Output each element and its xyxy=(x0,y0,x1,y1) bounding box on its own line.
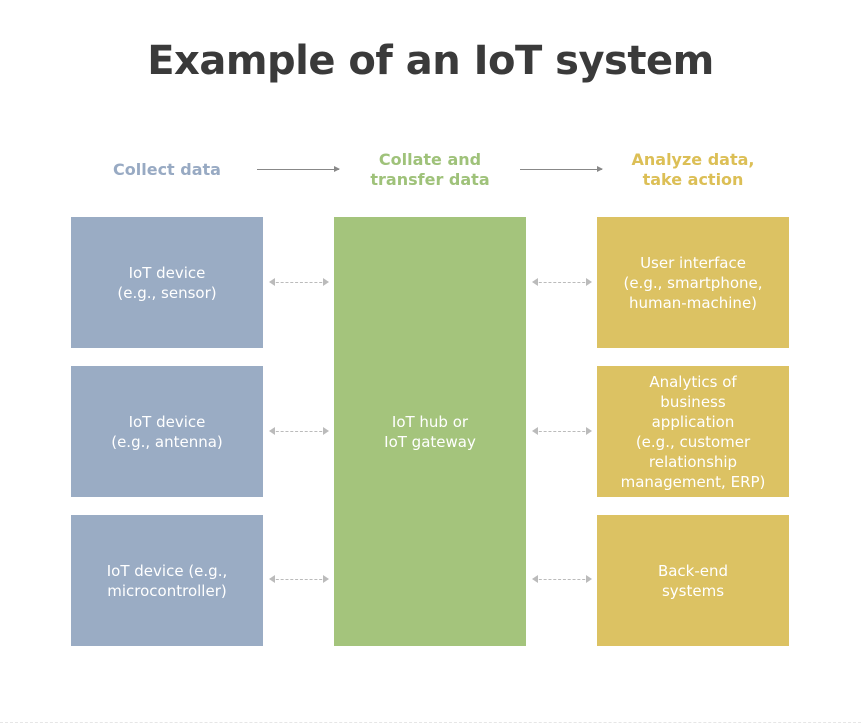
footer-divider xyxy=(0,722,861,723)
stage-header-analyze: Analyze data, take action xyxy=(631,150,755,189)
device-box-sensor: IoT device (e.g., sensor) xyxy=(71,217,263,348)
output-box-user-interface: User interface (e.g., smartphone, human-… xyxy=(597,217,789,348)
device-box-microcontroller: IoT device (e.g., microcontroller) xyxy=(71,515,263,646)
stage-header-collect: Collect data xyxy=(113,160,221,179)
flow-arrow-icon xyxy=(257,166,340,172)
diagram-title: Example of an IoT system xyxy=(147,38,714,84)
bidirectional-arrow-icon xyxy=(532,575,592,583)
device-box-antenna: IoT device (e.g., antenna) xyxy=(71,366,263,497)
bidirectional-arrow-icon xyxy=(532,278,592,286)
output-box-backend: Back-end systems xyxy=(597,515,789,646)
flow-arrow-icon xyxy=(520,166,603,172)
bidirectional-arrow-icon xyxy=(269,278,329,286)
stage-header-collate: Collate and transfer data xyxy=(370,150,490,189)
bidirectional-arrow-icon xyxy=(269,427,329,435)
bidirectional-arrow-icon xyxy=(532,427,592,435)
hub-box: IoT hub or IoT gateway xyxy=(334,217,526,646)
bidirectional-arrow-icon xyxy=(269,575,329,583)
output-box-analytics: Analytics of business application (e.g.,… xyxy=(597,366,789,497)
